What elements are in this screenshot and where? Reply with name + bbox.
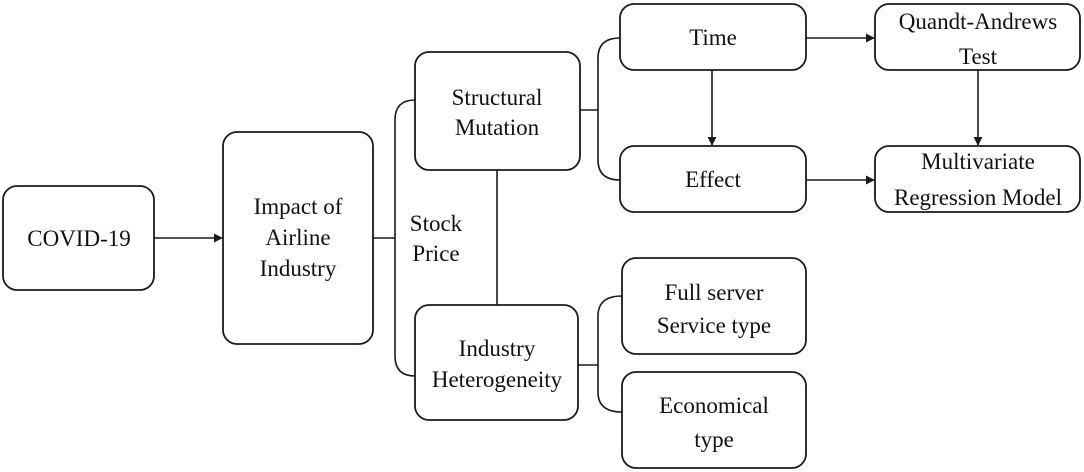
node-multivariate-box [874,145,1081,213]
node-quandt-andrews: Quandt-Andrews Test [874,3,1081,71]
node-quandt-line2: Test [959,44,998,69]
node-multivariate-line1: Multivariate [921,149,1035,174]
node-full-service-box [621,257,807,355]
node-effect: Effect [619,145,807,213]
node-time: Time [619,3,807,71]
stock-price-line1: Stock [410,211,463,236]
node-full-service-line1: Full server [664,280,763,305]
node-heterogeneity-line2: Heterogeneity [432,367,563,392]
node-time-box [619,3,807,71]
bracket-service-types [597,295,623,413]
node-multivariate-regression: Multivariate Regression Model [874,145,1081,213]
node-industry-heterogeneity: Industry Heterogeneity [414,304,579,421]
node-economical-box [621,371,807,469]
node-covid: COVID-19 [2,185,155,291]
node-impact-line3: Industry [260,256,337,281]
node-full-service-type: Full server Service type [621,257,807,355]
connectors [154,33,983,413]
node-economical-line2: type [694,427,734,452]
node-impact-line2: Airline [265,225,330,250]
node-structural-box [414,51,581,171]
node-quandt-line1: Quandt-Andrews [899,9,1057,34]
node-impact-box [222,131,374,345]
node-structural-mutation: Structural Mutation [414,51,581,171]
bracket-time-effect [597,37,621,181]
node-heterogeneity-box [414,304,579,421]
node-effect-label: Effect [685,167,741,192]
node-multivariate-line2: Regression Model [894,185,1062,210]
node-structural-line2: Mutation [455,115,540,140]
bracket-structural-heterogeneity [394,99,416,377]
node-covid-label: COVID-19 [27,226,131,251]
node-economical-line1: Economical [659,393,769,418]
stock-price-line2: Price [412,241,459,266]
node-full-service-line2: Service type [657,313,771,338]
node-effect-box [619,145,807,213]
node-heterogeneity-line1: Industry [459,336,536,361]
node-impact-line1: Impact of [254,194,343,219]
node-time-label: Time [689,25,737,50]
node-covid-box [2,185,155,291]
node-quandt-box [874,3,1081,71]
node-impact: Impact of Airline Industry [222,131,374,345]
node-structural-line1: Structural [452,85,543,110]
node-economical-type: Economical type [621,371,807,469]
label-stock-price: Stock Price [410,211,463,266]
